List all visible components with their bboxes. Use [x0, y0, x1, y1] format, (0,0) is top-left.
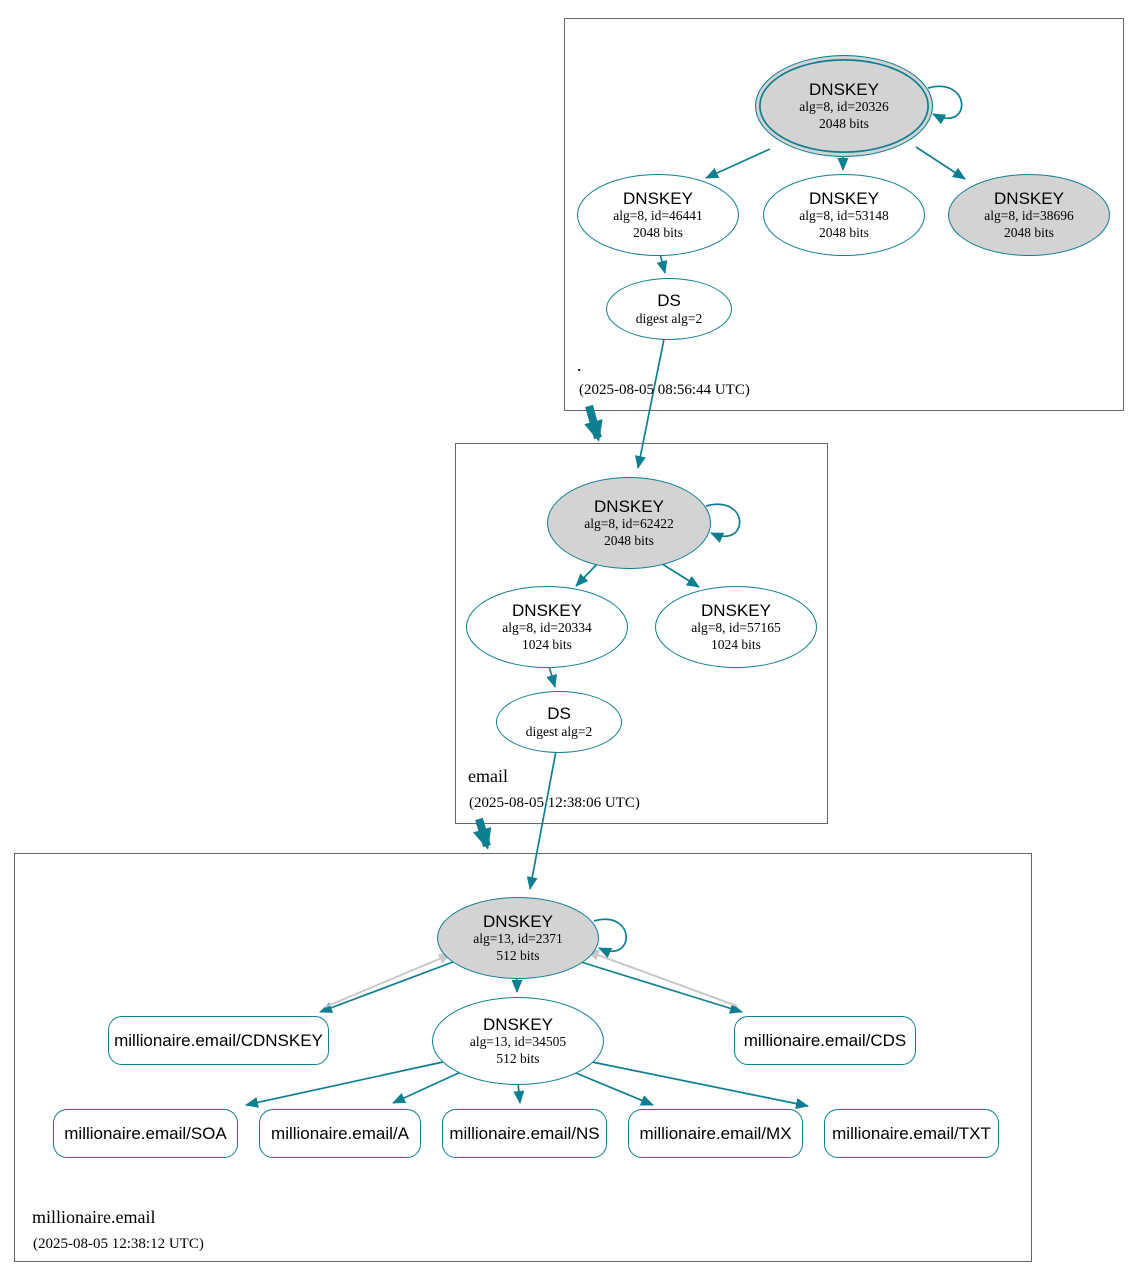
millionaire-zsk-dnskey-node: DNSKEY alg=13, id=34505 512 bits	[432, 997, 604, 1085]
node-attr-alg-id: alg=8, id=46441	[613, 208, 703, 224]
node-attr-bits: 512 bits	[496, 947, 540, 963]
edge-millionaire-zsk-to-ns	[513, 1082, 525, 1104]
edge-root-ksk-selfloop	[927, 85, 963, 125]
edge-email-ds-to-millionaire-ksk	[526, 750, 557, 890]
node-attr-alg-id: alg=8, id=62422	[584, 516, 674, 532]
edge-millionaire-ksk-to-cds	[580, 961, 743, 1014]
node-title: DNSKEY	[483, 1014, 553, 1034]
edge-email-to-millionaire-delegation	[473, 817, 492, 850]
edge-email-ksk-selfloop	[705, 503, 741, 543]
node-title: DNSKEY	[594, 496, 664, 516]
rrset-soa: millionaire.email/SOA	[53, 1109, 238, 1158]
node-attr-alg-id: alg=13, id=2371	[473, 931, 563, 947]
node-attr-bits: 1024 bits	[522, 636, 572, 652]
node-attr-bits: 2048 bits	[819, 224, 869, 240]
node-attr-alg-id: alg=8, id=38696	[984, 208, 1074, 224]
node-title: DNSKEY	[809, 188, 879, 208]
edge-root-ksk-to-zsk1	[705, 148, 771, 179]
node-attr-alg-id: alg=8, id=20334	[502, 620, 592, 636]
edge-email-ksk-to-zsk1	[575, 561, 600, 587]
email-zsk1-dnskey-node: DNSKEY alg=8, id=20334 1024 bits	[466, 586, 628, 668]
root-zsk1-dnskey-node: DNSKEY alg=8, id=46441 2048 bits	[577, 174, 739, 256]
node-attr-alg-id: alg=8, id=57165	[691, 620, 781, 636]
zone-timestamp-email: (2025-08-05 12:38:06 UTC)	[469, 795, 640, 811]
zone-box-root	[564, 18, 1124, 411]
edge-root-to-email-delegation	[584, 404, 603, 442]
edge-root-ksk-to-zsk3	[915, 146, 966, 180]
email-zsk2-dnskey-node: DNSKEY alg=8, id=57165 1024 bits	[655, 586, 817, 668]
root-zsk3-dnskey-node: DNSKEY alg=8, id=38696 2048 bits	[948, 174, 1110, 256]
email-ds-node: DS digest alg=2	[496, 691, 622, 753]
edge-millionaire-ksk-selfloop	[593, 918, 627, 958]
node-attr-bits: 2048 bits	[819, 115, 869, 131]
zone-timestamp-millionaire-email: (2025-08-05 12:38:12 UTC)	[33, 1236, 204, 1252]
node-title: DNSKEY	[512, 600, 582, 620]
root-ds-node: DS digest alg=2	[606, 278, 732, 340]
rrset-a: millionaire.email/A	[259, 1109, 421, 1158]
email-ksk-dnskey-node: DNSKEY alg=8, id=62422 2048 bits	[547, 477, 711, 569]
node-attr-alg-id: alg=8, id=20326	[799, 99, 889, 115]
zone-box-email	[455, 443, 828, 824]
node-title: DNSKEY	[994, 188, 1064, 208]
node-attr-bits: 512 bits	[496, 1050, 540, 1066]
zone-label-root: .	[577, 355, 582, 375]
node-attr-bits: 2048 bits	[604, 532, 654, 548]
node-title: DNSKEY	[483, 911, 553, 931]
edge-email-zsk1-to-ds	[546, 665, 557, 688]
edge-millionaire-zsk-to-a	[392, 1070, 464, 1104]
millionaire-ksk-dnskey-node: DNSKEY alg=13, id=2371 512 bits	[437, 897, 599, 979]
node-attr-bits: 2048 bits	[633, 224, 683, 240]
zone-label-millionaire-email: millionaire.email	[32, 1207, 156, 1227]
node-attr-digest: digest alg=2	[635, 310, 703, 326]
node-title: DNSKEY	[701, 600, 771, 620]
node-attr-bits: 1024 bits	[711, 636, 761, 652]
zone-box-millionaire-email	[14, 853, 1032, 1262]
edge-cdnskey-to-ksk-gray	[324, 953, 452, 1008]
node-attr-bits: 2048 bits	[1004, 224, 1054, 240]
rrset-cdnskey: millionaire.email/CDNSKEY	[108, 1016, 329, 1065]
zone-label-email: email	[468, 766, 508, 786]
node-title: DS	[657, 290, 681, 310]
rrset-ns: millionaire.email/NS	[442, 1109, 607, 1158]
node-title: DNSKEY	[809, 79, 879, 99]
node-title: DS	[547, 703, 571, 723]
node-attr-alg-id: alg=13, id=34505	[469, 1034, 567, 1050]
edge-millionaire-zsk-to-txt	[591, 1061, 809, 1109]
edge-root-ds-to-email-ksk	[634, 338, 665, 469]
root-ksk-dnskey-node: DNSKEY alg=8, id=20326 2048 bits	[755, 55, 933, 157]
rrset-mx: millionaire.email/MX	[628, 1109, 803, 1158]
root-zsk2-dnskey-node: DNSKEY alg=8, id=53148 2048 bits	[763, 174, 925, 256]
edge-cds-to-ksk-gray	[586, 949, 738, 1007]
node-attr-alg-id: alg=8, id=53148	[799, 208, 889, 224]
node-attr-digest: digest alg=2	[525, 723, 593, 739]
node-title: DNSKEY	[623, 188, 693, 208]
zone-timestamp-root: (2025-08-05 08:56:44 UTC)	[579, 382, 750, 398]
edge-email-ksk-to-zsk2	[658, 561, 700, 588]
rrset-cds: millionaire.email/CDS	[734, 1016, 916, 1065]
edge-millionaire-zsk-to-soa	[245, 1061, 444, 1108]
rrset-txt: millionaire.email/TXT	[824, 1109, 999, 1158]
edge-root-zsk1-to-ds	[656, 253, 668, 274]
edge-millionaire-ksk-to-cdnskey	[319, 961, 454, 1013]
edge-millionaire-zsk-to-mx	[570, 1070, 654, 1106]
